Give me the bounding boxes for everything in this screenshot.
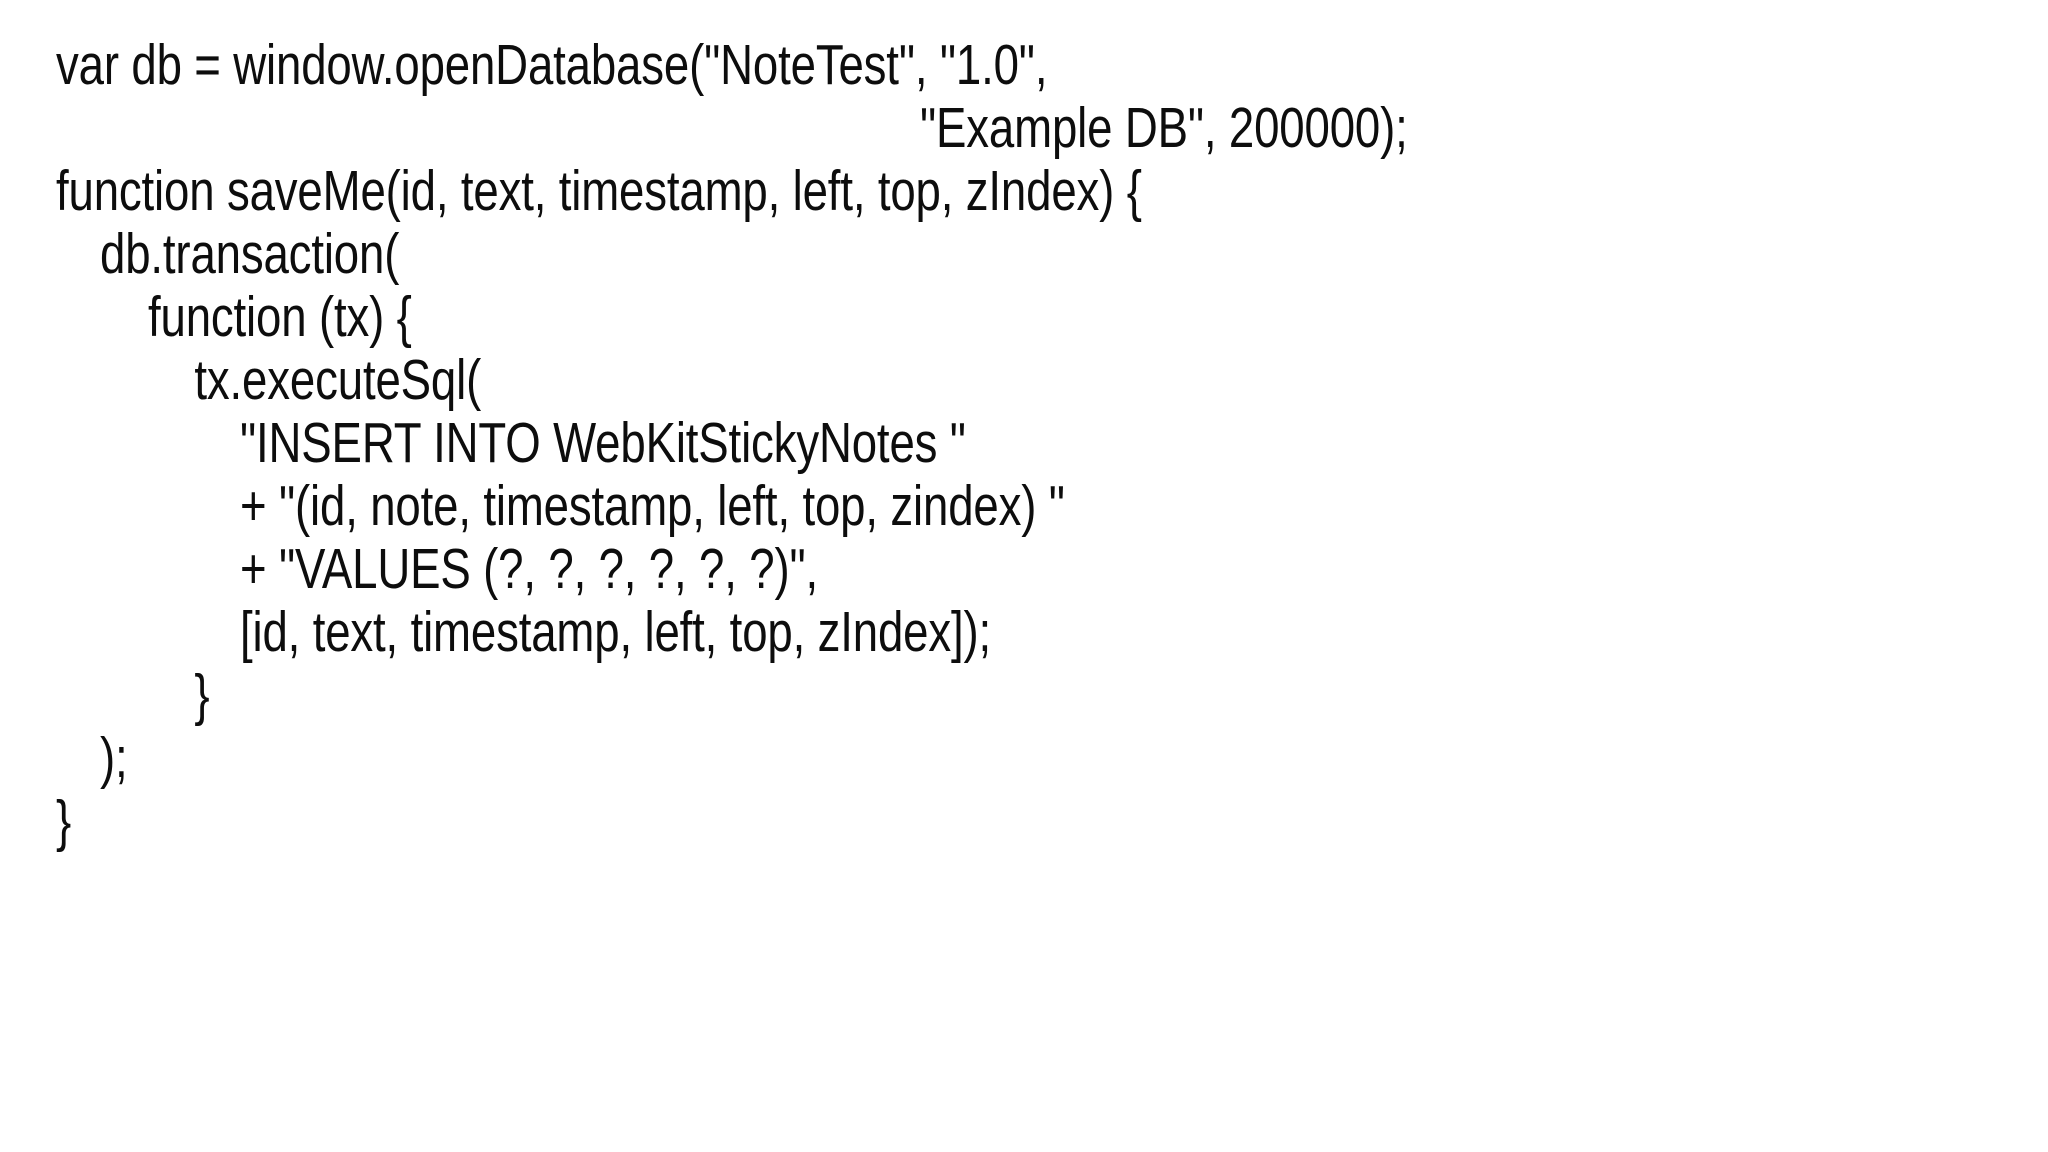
code-indent: [0, 587, 240, 588]
code-line-text: );: [100, 726, 128, 790]
code-line: [id, text, timestamp, left, top, zIndex]…: [0, 601, 1638, 664]
code-line: function saveMe(id, text, timestamp, lef…: [0, 160, 1638, 223]
code-line-text: + "(id, note, timestamp, left, top, zind…: [240, 474, 1065, 538]
code-line: }: [0, 790, 1638, 853]
code-line-text: tx.executeSql(: [194, 348, 482, 412]
code-line-text: function saveMe(id, text, timestamp, lef…: [56, 159, 1142, 223]
code-line-text: }: [194, 663, 210, 727]
code-line: "INSERT INTO WebKitStickyNotes ": [0, 412, 1638, 475]
code-indent: [0, 335, 148, 336]
code-indent: [0, 650, 240, 651]
code-indent: [0, 524, 240, 525]
code-line: }: [0, 664, 1638, 727]
code-listing: var db = window.openDatabase("NoteTest",…: [0, 34, 2048, 853]
code-indent: [0, 776, 100, 777]
code-line-text: db.transaction(: [100, 222, 400, 286]
code-line-text: var db = window.openDatabase("NoteTest",…: [56, 33, 1048, 97]
code-line: var db = window.openDatabase("NoteTest",…: [0, 34, 1638, 97]
code-line: tx.executeSql(: [0, 349, 1638, 412]
code-line-text: [id, text, timestamp, left, top, zIndex]…: [240, 600, 992, 664]
code-line-text: }: [56, 789, 72, 853]
code-line: "Example DB", 200000);: [0, 97, 1638, 160]
code-line: );: [0, 727, 1638, 790]
code-line-text: + "VALUES (?, ?, ?, ?, ?, ?)",: [240, 537, 819, 601]
code-line-text: "Example DB", 200000);: [920, 96, 1408, 160]
code-line: + "(id, note, timestamp, left, top, zind…: [0, 475, 1638, 538]
code-indent: [0, 272, 100, 273]
code-line-text: function (tx) {: [148, 285, 412, 349]
code-line-text: "INSERT INTO WebKitStickyNotes ": [240, 411, 966, 475]
code-line: function (tx) {: [0, 286, 1638, 349]
code-indent: [0, 461, 240, 462]
code-indent: [0, 398, 194, 399]
code-line: + "VALUES (?, ?, ?, ?, ?, ?)",: [0, 538, 1638, 601]
code-line: db.transaction(: [0, 223, 1638, 286]
code-indent: [0, 839, 56, 840]
code-indent: [0, 713, 194, 714]
code-indent: [0, 83, 56, 84]
code-indent: [0, 146, 920, 147]
code-indent: [0, 209, 56, 210]
